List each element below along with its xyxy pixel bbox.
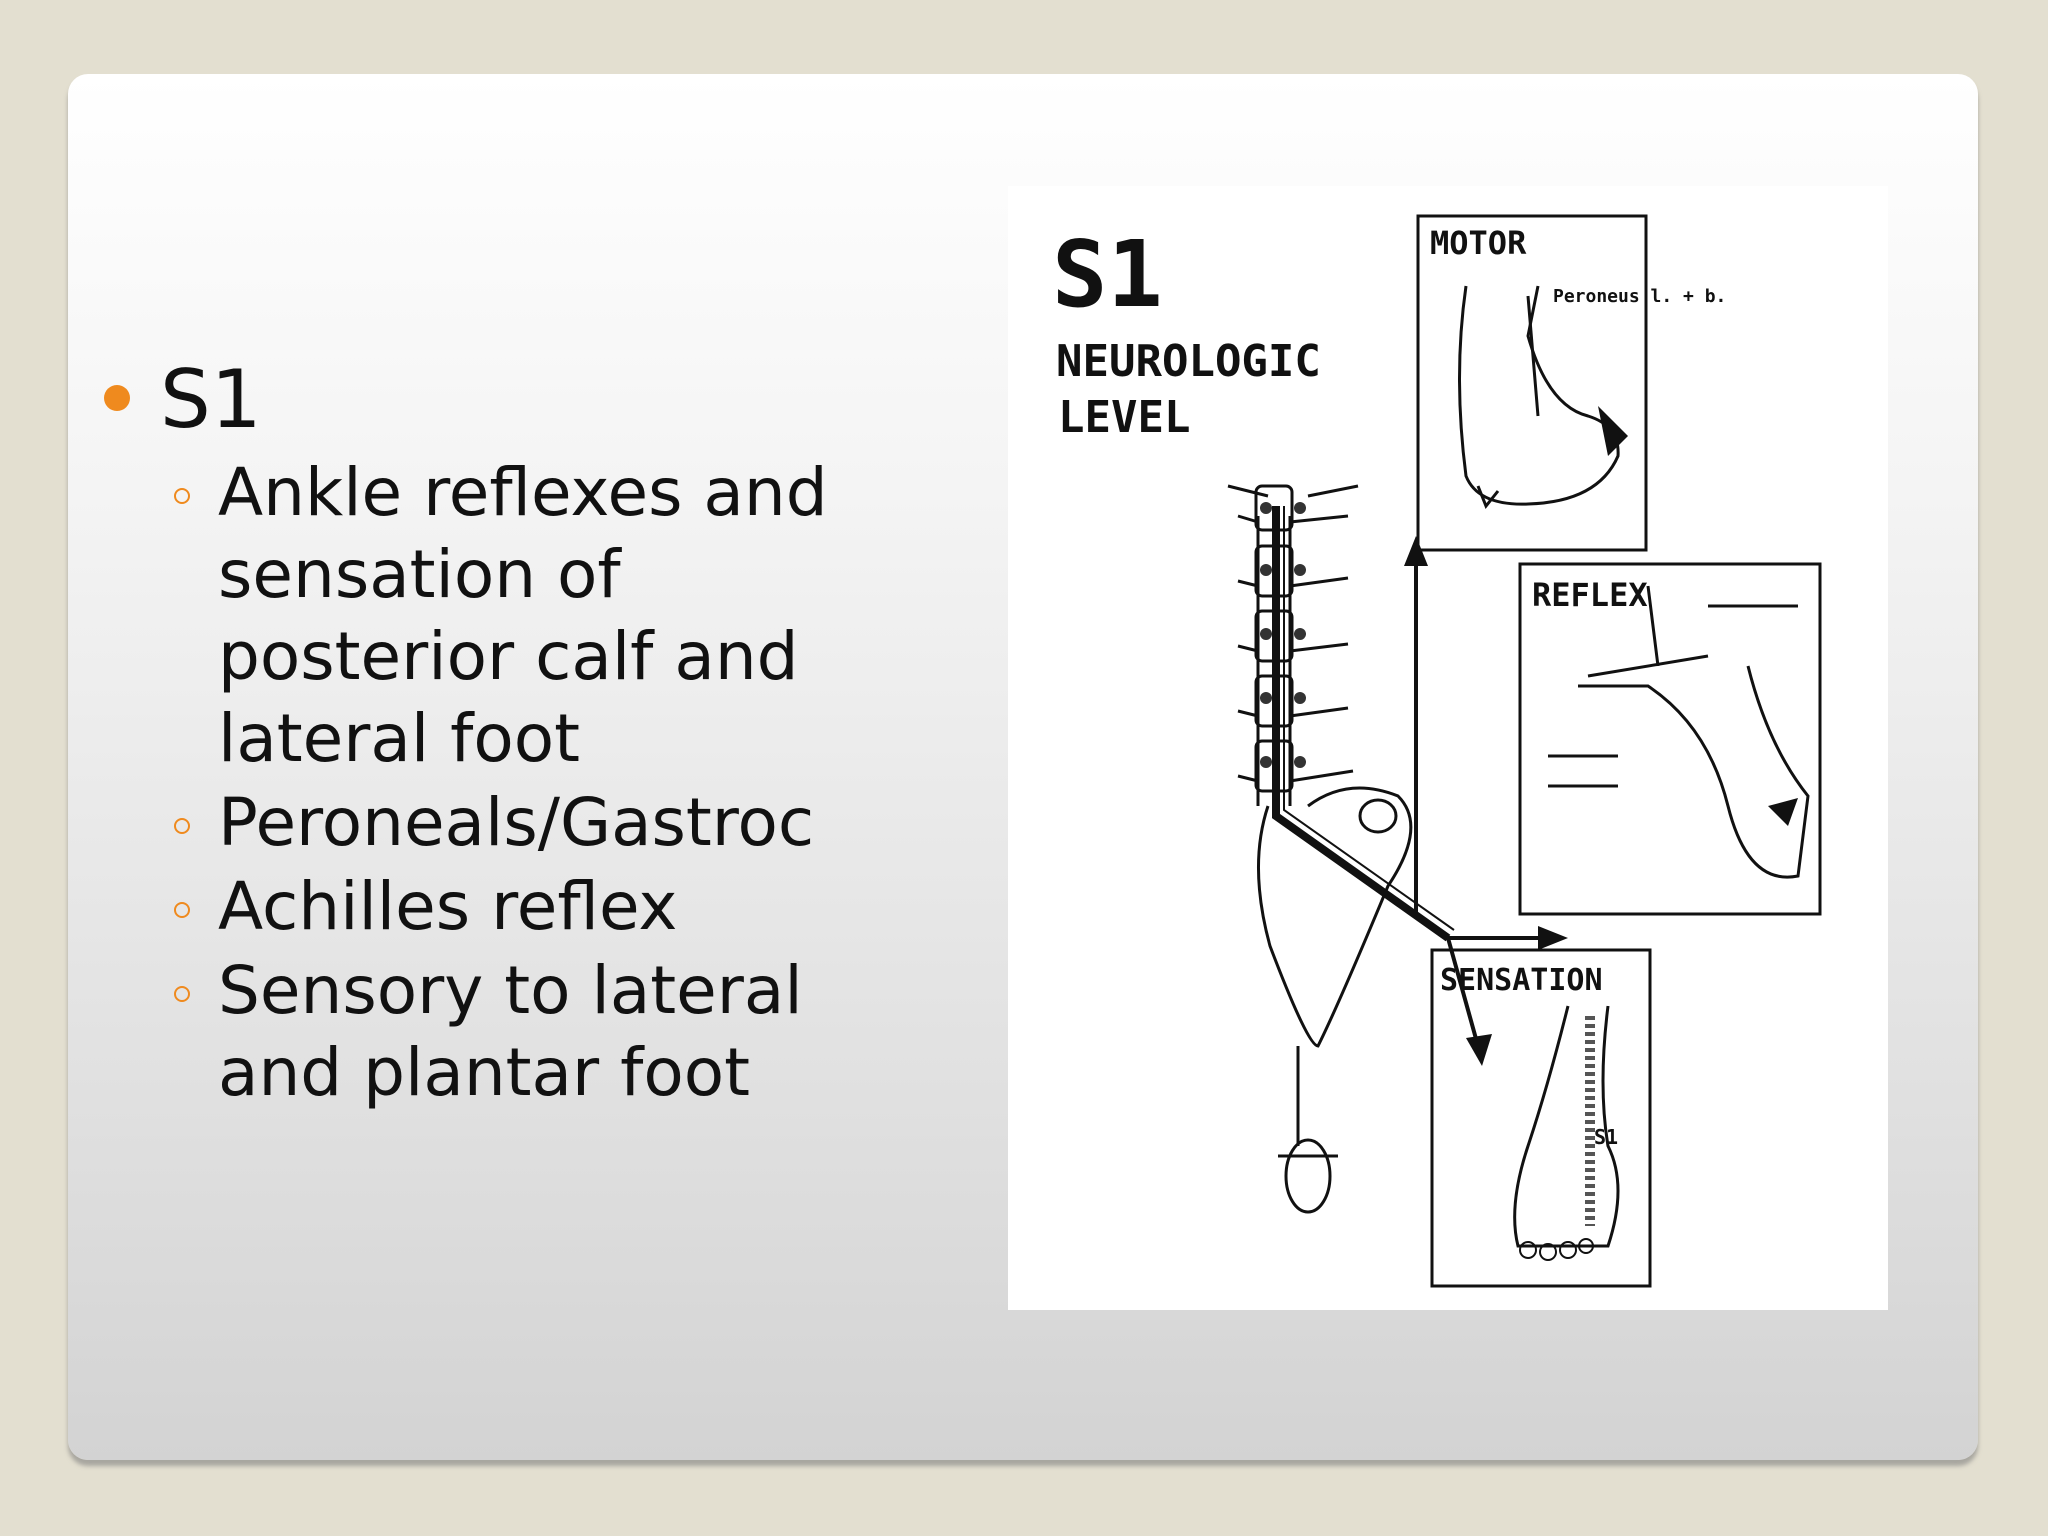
sensation-box: SENSATION S1 [1430,948,1652,1288]
sub-bullet-item: Ankle reflexes and sensation of posterio… [174,452,1004,780]
sub-bullet-text: Sensory to lateral and plantar foot [218,952,803,1111]
sub-bullet-item: Sensory to lateral and plantar foot [174,950,1004,1114]
s1-neurologic-figure: S1 NEUROLOGIC LEVEL [1008,186,1888,1310]
sensation-label: SENSATION [1440,963,1603,998]
sub-bullet-text: Peroneals/Gastroc [218,784,815,861]
sub-bullet-text: Ankle reflexes and sensation of posterio… [218,454,828,777]
sub-bullet-item: Peroneals/Gastroc [174,782,1004,864]
spine-nerve-dots [1260,502,1306,768]
dermatome-label: S1 [1594,1125,1618,1149]
reflex-box: REFLEX [1518,562,1822,916]
reflex-label: REFLEX [1532,576,1648,614]
ring-bullet-icon [174,488,190,504]
slide: S1 Ankle reflexes and sensation of poste… [68,74,1978,1460]
figure-title: S1 [1052,221,1163,328]
ring-bullet-icon [174,986,190,1002]
figure-subtitle-1: NEUROLOGIC [1056,336,1321,387]
bullet-content: S1 Ankle reflexes and sensation of poste… [104,354,1004,1116]
bullet-level1: S1 [104,354,1004,446]
sub-bullet-list: Ankle reflexes and sensation of posterio… [104,452,1004,1114]
sub-bullet-item: Achilles reflex [174,866,1004,948]
sub-bullet-text: Achilles reflex [218,868,678,945]
motor-box: MOTOR Peroneus l. + b. [1416,214,1726,552]
ring-bullet-icon [174,818,190,834]
nerve-pathway [1272,506,1548,1047]
bullet-s1-label: S1 [160,353,262,446]
motor-muscle-label: Peroneus l. + b. [1553,286,1726,307]
ring-bullet-icon [174,902,190,918]
figure-svg: S1 NEUROLOGIC LEVEL [1052,214,1822,1288]
figure-subtitle-2: LEVEL [1058,392,1190,443]
motor-label: MOTOR [1430,224,1527,262]
arrowheads [1404,536,1568,1066]
orange-bullet-icon [104,385,130,411]
